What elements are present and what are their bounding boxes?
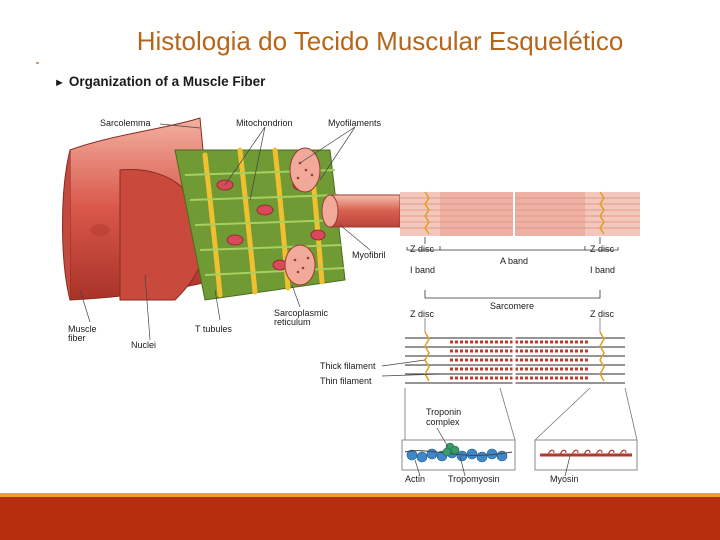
label-muscle-fiber-line2: fiber bbox=[68, 333, 86, 343]
sarcomere-filaments bbox=[405, 330, 625, 388]
label-thick-filament: Thick filament bbox=[320, 361, 376, 371]
myofibril-band-detail bbox=[400, 192, 640, 236]
label-z-disc-bottom-left: Z disc bbox=[410, 309, 434, 319]
label-t-tubules: T tubules bbox=[195, 324, 232, 334]
label-tropomyosin: Tropomyosin bbox=[448, 474, 500, 484]
label-i-band-right: I band bbox=[590, 265, 615, 275]
label-actin: Actin bbox=[405, 474, 425, 484]
label-sarcolemma: Sarcolemma bbox=[100, 118, 151, 128]
thin-filament-detail bbox=[402, 440, 515, 470]
label-sarcoplasmic-reticulum-line2: reticulum bbox=[274, 317, 311, 327]
label-myosin: Myosin bbox=[550, 474, 579, 484]
label-myofibril: Myofibril bbox=[352, 250, 386, 260]
band-brackets bbox=[407, 237, 618, 298]
label-z-disc-bottom-right: Z disc bbox=[590, 309, 614, 319]
label-sarcomere: Sarcomere bbox=[490, 301, 534, 311]
thick-filament-detail bbox=[535, 440, 637, 470]
label-thin-filament: Thin filament bbox=[320, 376, 372, 386]
label-nuclei: Nuclei bbox=[131, 340, 156, 350]
label-a-band: A band bbox=[500, 256, 528, 266]
label-mitochondrion: Mitochondrion bbox=[236, 118, 293, 128]
label-myofilaments: Myofilaments bbox=[328, 118, 381, 128]
label-z-disc-top-right: Z disc bbox=[590, 244, 614, 254]
footer-bar bbox=[0, 497, 720, 540]
label-i-band-left: I band bbox=[410, 265, 435, 275]
label-z-disc-top-left: Z disc bbox=[410, 244, 434, 254]
label-troponin-complex-line2: complex bbox=[426, 417, 460, 427]
label-troponin-complex-line1: Troponin bbox=[426, 407, 461, 417]
